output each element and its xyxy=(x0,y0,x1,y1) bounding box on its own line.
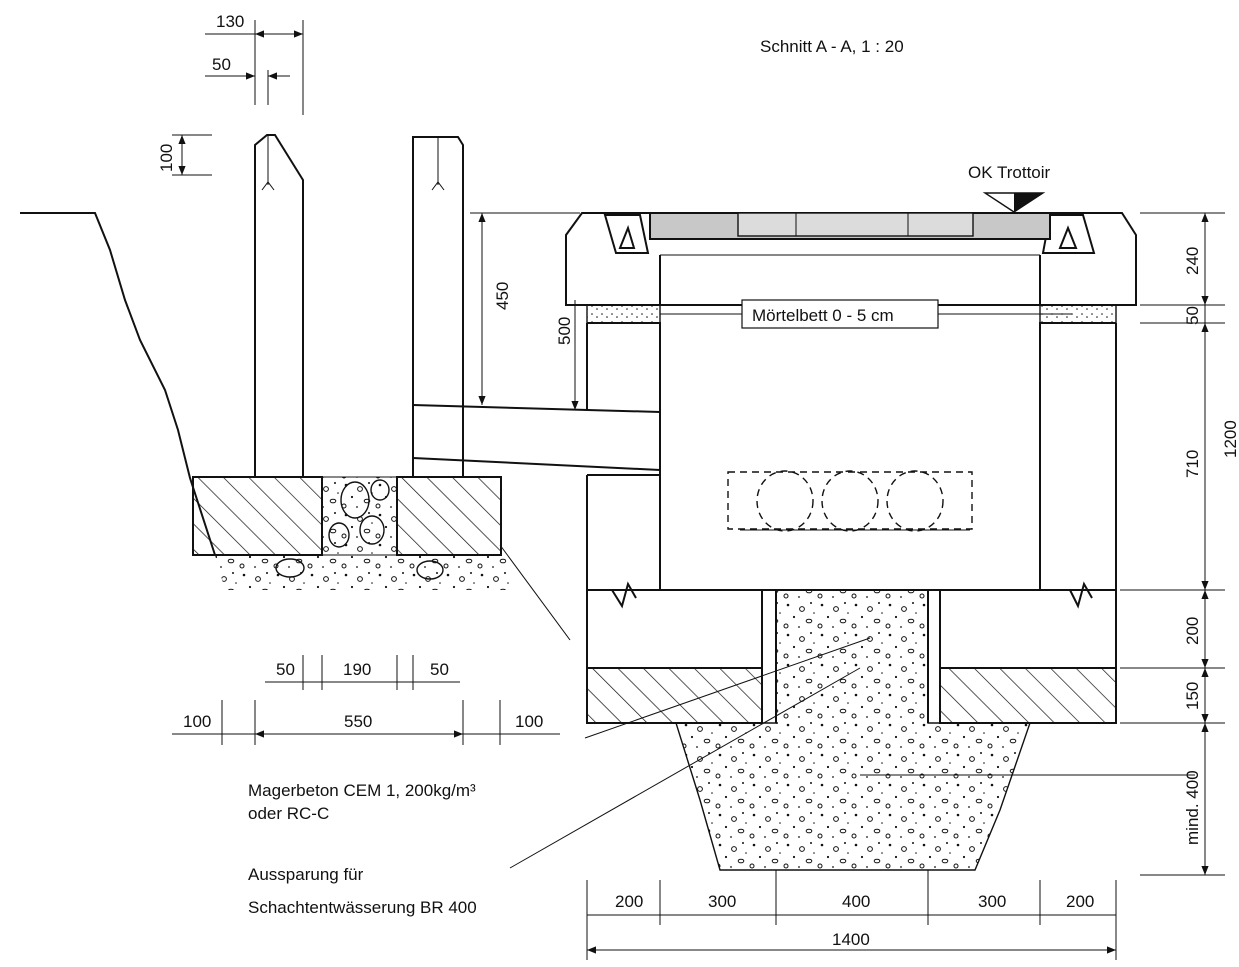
dim-right-50: 50 xyxy=(1183,306,1202,325)
dim-vert-500: 500 xyxy=(555,317,574,345)
dim-right-240: 240 xyxy=(1183,247,1202,275)
dim-side-100: 100 xyxy=(157,144,176,172)
gravel-bed-left xyxy=(215,476,512,590)
post-right xyxy=(412,136,464,477)
dim-right-1200: 1200 xyxy=(1221,420,1239,458)
dim-right-200: 200 xyxy=(1183,617,1202,645)
aussparung-label-2: Schachtentwässerung BR 400 xyxy=(248,898,477,917)
dim-foot-100-left: 100 xyxy=(183,712,211,731)
dim-foot-50-right: 50 xyxy=(430,660,449,679)
dim-base-300-left: 300 xyxy=(708,892,736,911)
drain-gravel xyxy=(675,589,1031,871)
dim-top-50: 50 xyxy=(212,55,231,74)
dim-base-300-right: 300 xyxy=(978,892,1006,911)
dim-foot-100-right: 100 xyxy=(515,712,543,731)
dim-vert-450: 450 xyxy=(493,282,512,310)
magerbeton-label: Magerbeton CEM 1, 200kg/m³ xyxy=(248,781,476,800)
dim-base-200-left: 200 xyxy=(615,892,643,911)
dim-foot-50-left: 50 xyxy=(276,660,295,679)
post-left xyxy=(254,134,304,477)
dim-top-130: 130 xyxy=(216,12,244,31)
mortar-bed xyxy=(586,304,1117,324)
aussparung-label: Aussparung für xyxy=(248,865,364,884)
leader-lines xyxy=(509,313,1195,869)
dim-foot-550: 550 xyxy=(344,712,372,731)
terrain xyxy=(20,212,571,641)
pipe-openings xyxy=(727,470,973,532)
shaft-top-frame xyxy=(565,212,1137,306)
ok-trottoir-marker xyxy=(982,192,1046,213)
dim-base-1400: 1400 xyxy=(832,930,870,949)
dimension-lines xyxy=(172,20,1225,960)
moertelbett-box xyxy=(741,299,939,329)
dim-base-400: 400 xyxy=(842,892,870,911)
ok-trottoir-label: OK Trottoir xyxy=(968,163,1051,182)
magerbeton-label-2: oder RC-C xyxy=(248,804,329,823)
dim-right-710: 710 xyxy=(1183,450,1202,478)
dim-right-150: 150 xyxy=(1183,682,1202,710)
moertelbett-label: Mörtelbett 0 - 5 cm xyxy=(752,306,894,325)
dim-right-400: mind. 400 xyxy=(1183,770,1202,845)
pipe xyxy=(412,404,661,471)
foundation-left xyxy=(192,476,502,556)
drawing-title: Schnitt A - A, 1 : 20 xyxy=(760,37,904,56)
dim-base-200-right: 200 xyxy=(1066,892,1094,911)
shaft-walls xyxy=(586,322,1117,591)
dim-foot-190: 190 xyxy=(343,660,371,679)
